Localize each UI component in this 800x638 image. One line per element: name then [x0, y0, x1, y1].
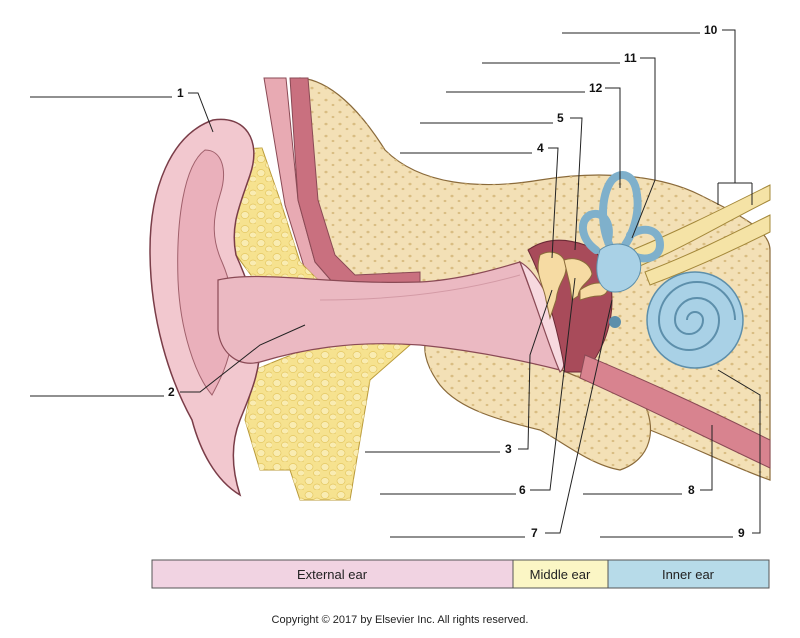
middle-ear-band	[512, 559, 609, 589]
label-3: 3	[505, 442, 512, 456]
inner-ear-band	[607, 559, 770, 589]
cochlea	[646, 271, 744, 369]
copyright-text: Copyright © 2017 by Elsevier Inc. All ri…	[272, 614, 529, 626]
answer-lines	[30, 32, 733, 538]
label-1: 1	[177, 86, 184, 100]
label-6: 6	[519, 483, 526, 497]
ossicles	[537, 251, 609, 320]
external-auditory-canal	[217, 261, 561, 371]
round-window	[609, 316, 621, 328]
incus-bone	[563, 258, 593, 301]
number-labels: 1 2 3 4 5 6 7 8 9 10 11 12	[168, 23, 745, 540]
malleus-bone	[537, 251, 567, 320]
middle-ear-label: Middle ear	[530, 567, 591, 582]
label-10: 10	[704, 23, 718, 37]
label-8: 8	[688, 483, 695, 497]
label-7: 7	[531, 526, 538, 540]
label-9: 9	[738, 526, 745, 540]
label-2: 2	[168, 385, 175, 399]
label-4: 4	[537, 141, 544, 155]
label-5: 5	[557, 111, 564, 125]
stapes-bone	[579, 282, 609, 301]
region-band: External ear Middle ear Inner ear	[151, 559, 770, 589]
semicircular-canals	[578, 171, 665, 263]
label-11: 11	[624, 51, 637, 65]
inner-ear-label: Inner ear	[662, 567, 715, 582]
leader-lines	[180, 29, 761, 534]
vestibular-apparatus	[578, 171, 665, 328]
auditory-tube	[579, 354, 771, 469]
external-ear-label: External ear	[297, 567, 368, 582]
label-12: 12	[589, 81, 603, 95]
